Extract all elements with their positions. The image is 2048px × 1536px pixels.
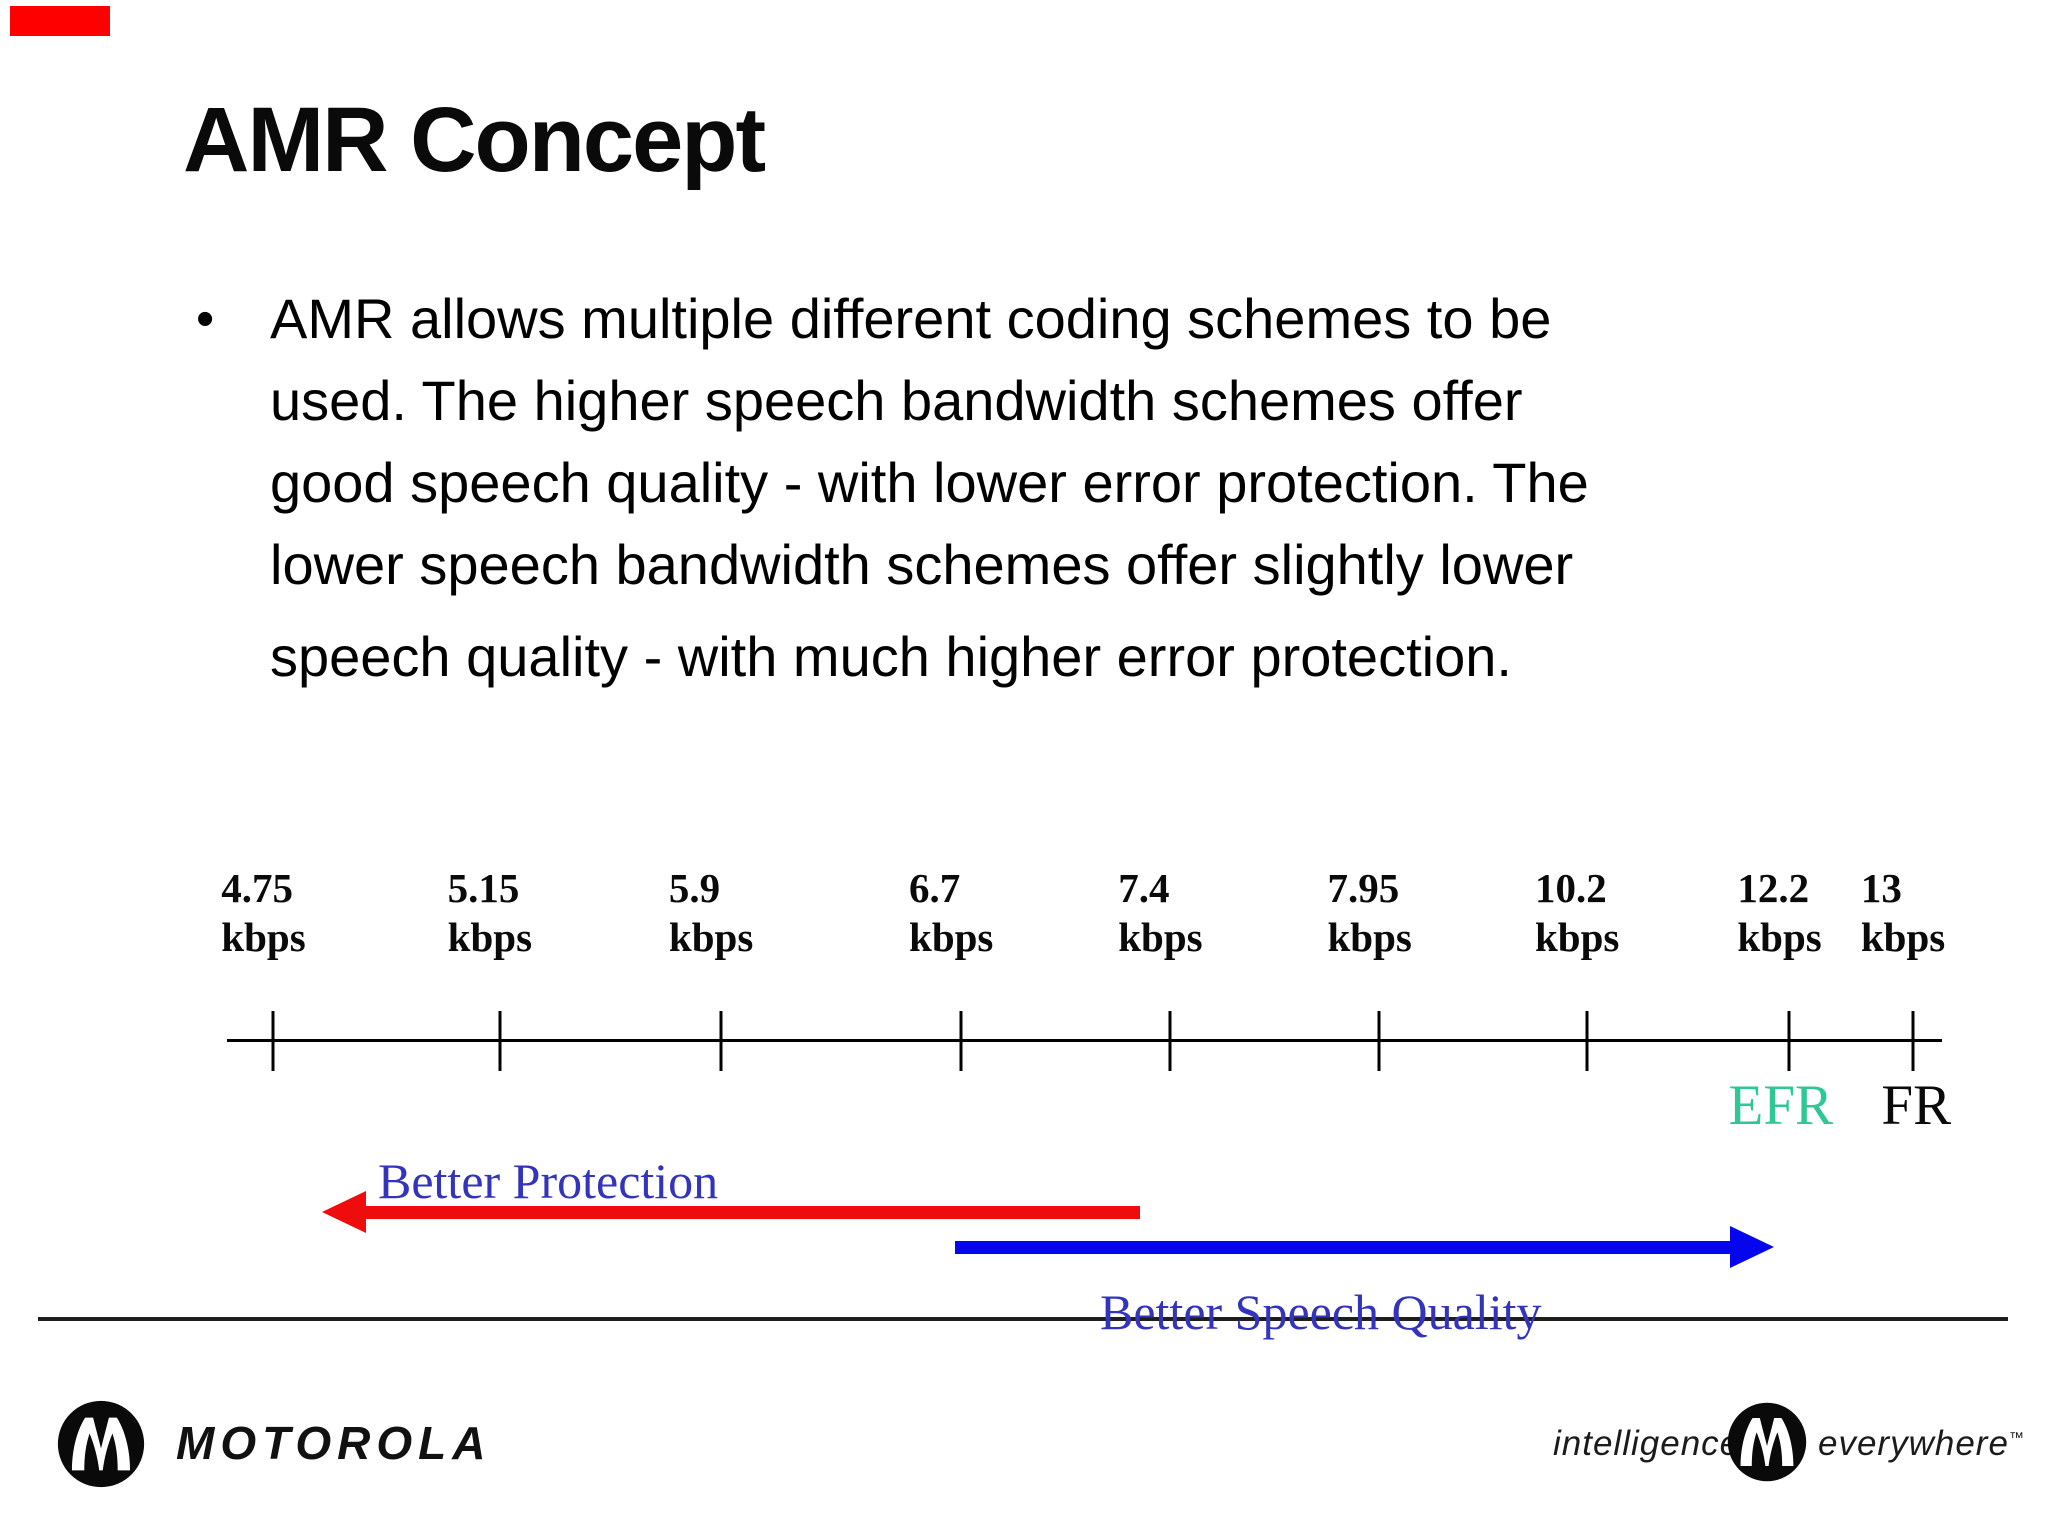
better-speech-quality-label: Better Speech Quality <box>1100 1284 1542 1340</box>
scale-tick <box>1585 1011 1589 1071</box>
bullet-line: used. The higher speech bandwidth scheme… <box>270 369 1523 432</box>
bullet-line: speech quality - with much higher error … <box>270 625 1512 688</box>
quality-arrow-head <box>1730 1226 1774 1268</box>
slide-accent-bar <box>10 6 110 36</box>
everywhere-text: everywhere™ <box>1818 1424 2025 1464</box>
scale-ticks <box>227 1011 1942 1071</box>
bullet-text: AMR allows multiple different coding sch… <box>270 278 1589 698</box>
bullet-line: AMR allows multiple different coding sch… <box>270 287 1552 350</box>
scale-tick <box>959 1011 963 1071</box>
scale-tick <box>498 1011 502 1071</box>
scale-axis-line <box>227 1039 1942 1042</box>
scale-tick <box>271 1011 275 1071</box>
intelligence-text: intelligence <box>1553 1424 1741 1463</box>
protection-arrow-shaft <box>360 1206 1140 1219</box>
motorola-emblem-icon <box>57 1400 145 1493</box>
bullet-marker: • <box>196 290 215 348</box>
scale-tick <box>1168 1011 1172 1071</box>
slide-title: AMR Concept <box>183 89 766 191</box>
scale-tick <box>719 1011 723 1071</box>
bullet-item: • AMR allows multiple different coding s… <box>196 278 1916 698</box>
codec-labels: EFR FR <box>227 1074 1952 1146</box>
trademark-symbol: ™ <box>2008 1429 2025 1447</box>
quality-arrow-shaft <box>955 1241 1730 1254</box>
scale-tick <box>1787 1011 1791 1071</box>
bullet-line: lower speech bandwidth schemes offer sli… <box>270 533 1574 596</box>
footer-divider <box>38 1317 2008 1321</box>
protection-arrow-head <box>322 1191 366 1233</box>
scale-tick <box>1911 1011 1915 1071</box>
everywhere-label: everywhere <box>1818 1424 2009 1463</box>
motorola-wordmark: MOTOROLA <box>176 1417 492 1469</box>
bullet-line: good speech quality - with lower error p… <box>270 451 1589 514</box>
codec-label-fr: FR <box>1881 1074 1952 1137</box>
scale-tick <box>1377 1011 1381 1071</box>
better-protection-label: Better Protection <box>378 1153 719 1209</box>
motorola-emblem-small-icon <box>1727 1402 1807 1487</box>
codec-label-efr: EFR <box>1728 1074 1834 1137</box>
